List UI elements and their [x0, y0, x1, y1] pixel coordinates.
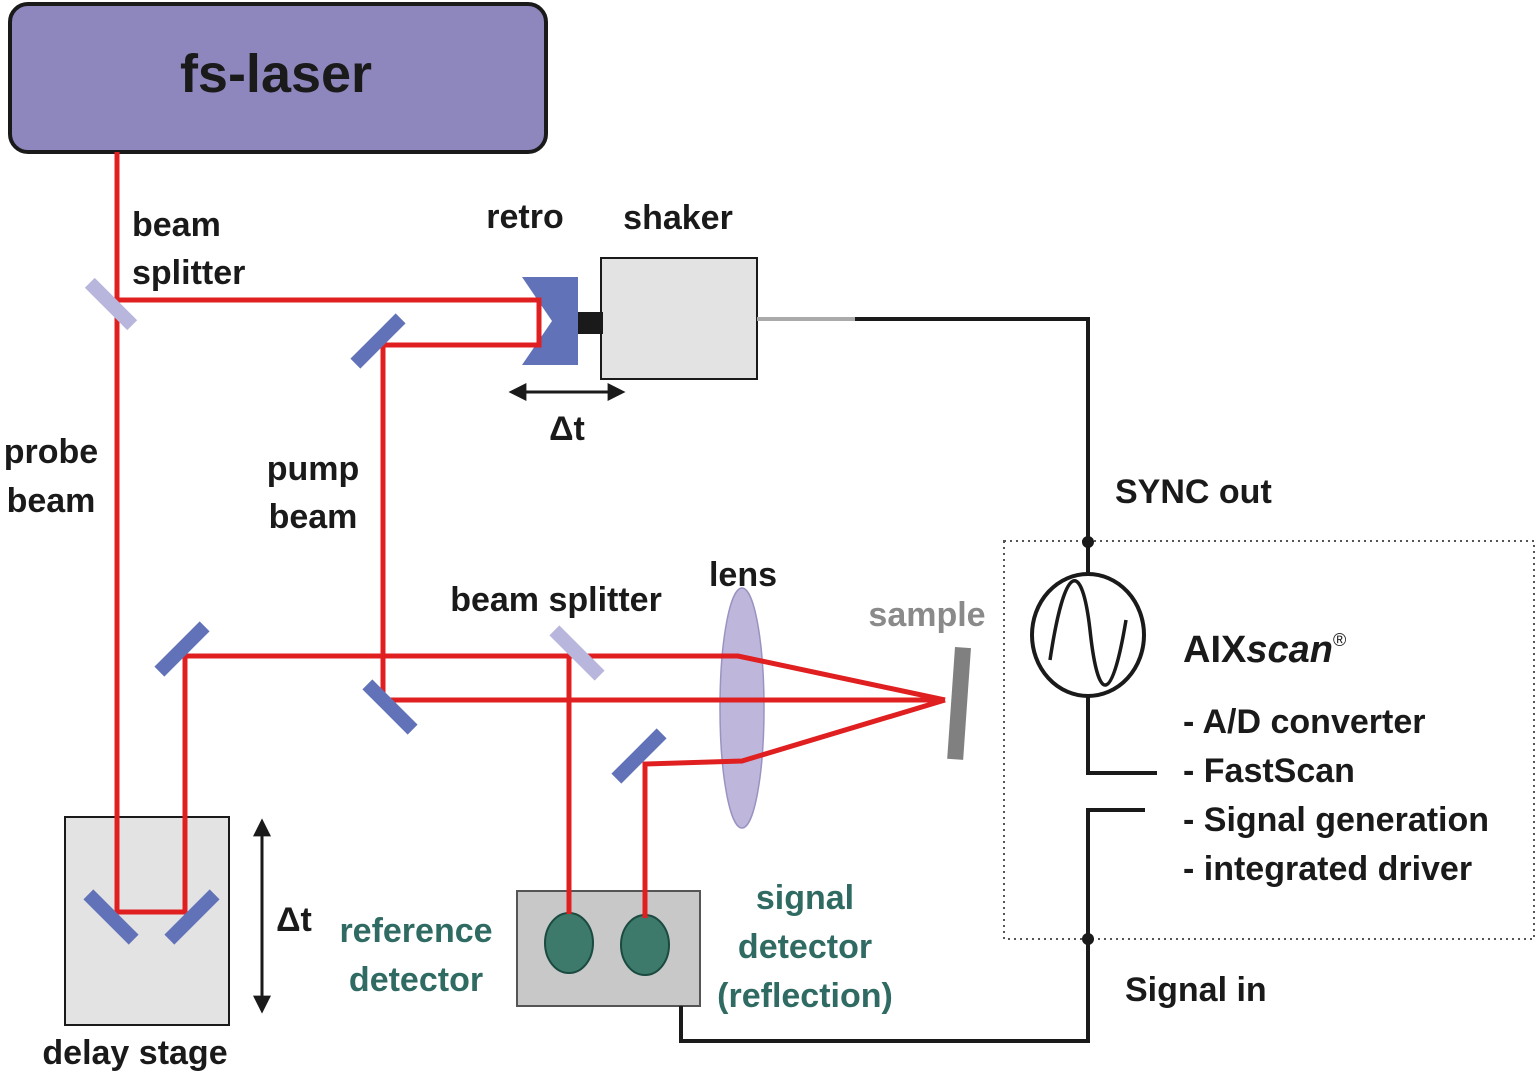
- aixscan-brand-prefix: AIX: [1183, 629, 1247, 671]
- fs-laser-label: fs-laser: [180, 44, 372, 104]
- beam-splitter-top-label-2: splitter: [132, 254, 245, 292]
- delta-t-top-label: Δt: [549, 410, 585, 448]
- delay-stage-label: delay stage: [42, 1034, 227, 1072]
- sync-out-label: SYNC out: [1115, 473, 1272, 511]
- beam-splitter-mid: [549, 625, 605, 681]
- mirror-signal: [611, 728, 667, 784]
- pump-beam-label-2: beam: [269, 498, 358, 536]
- reflected-beam: [642, 697, 946, 918]
- pump-beam-label-1: pump: [267, 450, 360, 488]
- sample-label: sample: [868, 596, 985, 634]
- mirror-delay-right: [164, 889, 220, 945]
- aixscan-registered-mark: ®: [1333, 630, 1346, 650]
- fs-laser-box: [8, 2, 548, 154]
- aixscan-feature-fastscan: - FastScan: [1183, 752, 1355, 790]
- aixscan-feature-signal-generation: - Signal generation: [1183, 801, 1489, 839]
- reference-detector: [544, 912, 594, 974]
- signal-in-node: [1082, 933, 1094, 945]
- beam-splitter-top: [84, 277, 138, 331]
- aixscan-feature-ad-converter: - A/D converter: [1183, 703, 1425, 741]
- signal-in-label: Signal in: [1125, 971, 1267, 1009]
- beam-splitter-mid-label: beam splitter: [450, 581, 662, 619]
- mirror-pump-turn: [350, 313, 406, 369]
- signal-in-wire: [679, 808, 1145, 1043]
- signal-detector-label-3: (reflection): [717, 977, 893, 1015]
- signal-detector: [620, 914, 670, 976]
- signal-detector-label-1: signal: [756, 879, 854, 917]
- shaker-rod: [577, 312, 603, 334]
- aixscan-feature-integrated-driver: - integrated driver: [1183, 850, 1472, 888]
- sample: [947, 647, 971, 760]
- mirror-probe-upper: [154, 621, 210, 677]
- probe-beam-label-2: beam: [7, 482, 96, 520]
- lens: [719, 587, 765, 829]
- delta-t-side-label: Δt: [276, 901, 312, 939]
- sync-wire: [855, 317, 1090, 575]
- sine-generator-icon: [1030, 572, 1146, 698]
- sine-wave-icon: [1048, 579, 1128, 687]
- reference-detector-label-1: reference: [339, 912, 492, 950]
- aixscan-brand-suffix: scan: [1246, 629, 1333, 671]
- shaker-box: [600, 257, 758, 380]
- retro-label: retro: [486, 198, 563, 236]
- sync-node: [1082, 536, 1094, 548]
- aixscan-brand: AIXscan®: [1183, 629, 1346, 671]
- mirror-pump-bottom: [362, 679, 418, 735]
- beam-splitter-top-label-1: beam: [132, 206, 221, 244]
- pump-beam-path: [117, 297, 945, 703]
- probe-beam-label-1: probe: [4, 433, 98, 471]
- retro-reflector: [522, 277, 578, 365]
- reference-detector-label-2: detector: [349, 961, 483, 999]
- aixscan-box: [1003, 540, 1535, 940]
- shaker-label: shaker: [623, 199, 733, 237]
- generator-lower-wire: [1086, 695, 1157, 775]
- signal-detector-label-2: detector: [738, 928, 872, 966]
- lens-label: lens: [709, 556, 777, 594]
- mirror-delay-left: [83, 889, 139, 945]
- delay-stage-box: [64, 816, 230, 1026]
- probe-beam-vertical: [114, 152, 946, 915]
